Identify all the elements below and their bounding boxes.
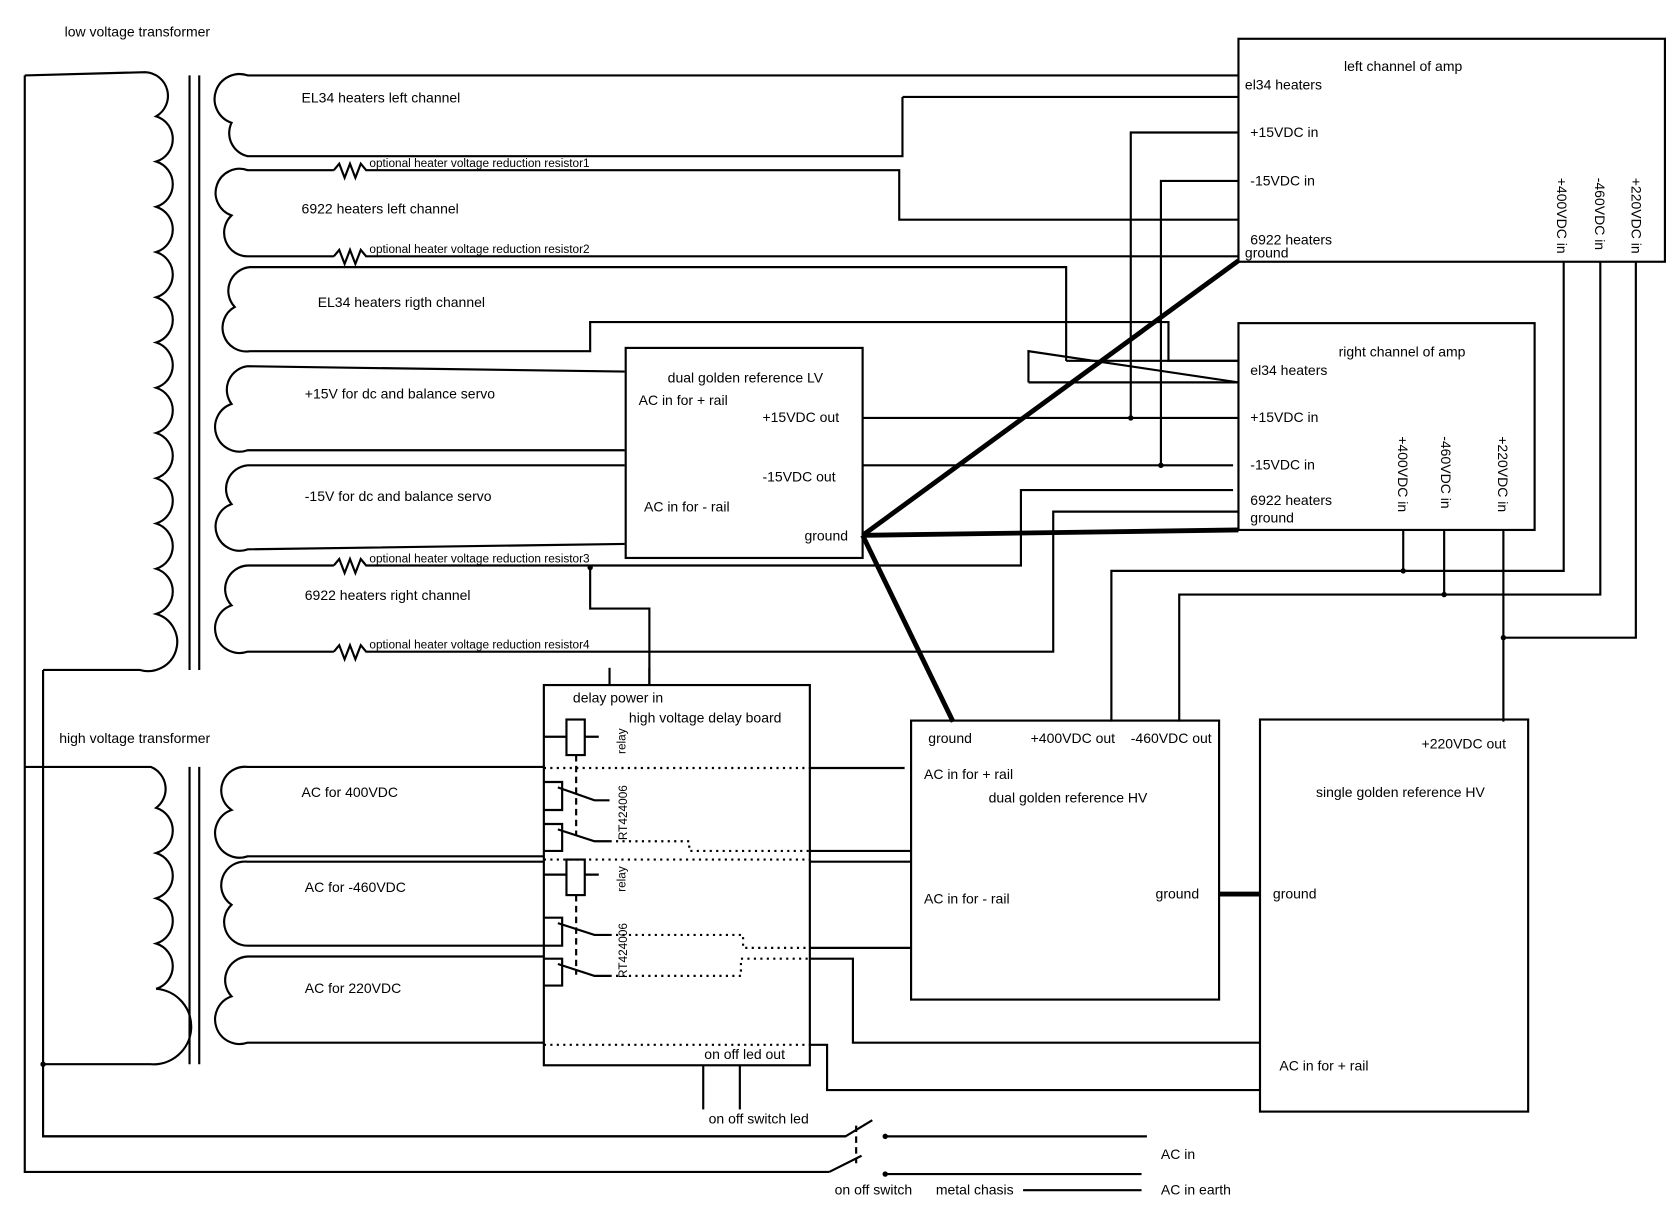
svg-text:+15VDC out: +15VDC out [762,409,839,425]
svg-text:6922 heaters: 6922 heaters [1250,232,1332,248]
svg-text:on off led out: on off led out [704,1046,785,1062]
left-channel-amp: left channel of amp el34 heaters +15VDC … [1237,37,1666,263]
dual-golden-reference-hv: ground +400VDC out -460VDC out AC in for… [910,719,1221,1001]
lv-secondary-p15: +15V for dc and balance servo [214,365,625,453]
resistor3: optional heater voltage reduction resist… [333,489,1234,577]
metal-chasis-label: metal chasis [936,1182,1014,1198]
svg-text:AC in for - rail: AC in for - rail [924,891,1010,907]
lv-secondary-6922-right: 6922 heaters right channel [214,564,471,655]
res1-label: optional heater voltage reduction resist… [369,156,589,170]
res2-label: optional heater voltage reduction resist… [369,242,589,256]
lv-transformer-core [188,75,201,670]
svg-text:dual golden reference HV: dual golden reference HV [989,789,1148,805]
svg-text:+400VDC out: +400VDC out [1031,730,1116,746]
dual-golden-reference-lv: dual golden reference LV AC in for + rai… [624,346,864,560]
svg-text:el34 heaters: el34 heaters [1250,362,1327,378]
svg-text:dual golden reference LV: dual golden reference LV [668,369,824,385]
ac-in-earth-label: AC in earth [1161,1182,1231,1198]
lv-transformer-primary [23,71,830,1173]
svg-text:RT424006: RT424006 [616,785,630,840]
lv-secondary-el34-left: EL34 heaters left channel [213,72,1239,158]
svg-text:-15VDC out: -15VDC out [762,468,835,484]
hv-transformer-label: high voltage transformer [59,730,210,746]
svg-text:+220VDC in: +220VDC in [1495,436,1511,512]
svg-text:RT424006: RT424006 [616,923,630,978]
on-off-switch-led-label: on off switch led [709,1110,809,1126]
svg-text:delay power in: delay power in [573,689,663,705]
svg-text:-460VDC out: -460VDC out [1131,730,1212,746]
svg-text:-15VDC in: -15VDC in [1250,457,1315,473]
svg-text:-15VDC in: -15VDC in [1250,172,1315,188]
on-off-switch-label: on off switch [835,1182,913,1198]
lv-transformer-label: low voltage transformer [65,24,211,40]
res4-label: optional heater voltage reduction resist… [369,637,590,651]
svg-text:ground: ground [1250,509,1294,525]
svg-text:AC for 400VDC: AC for 400VDC [302,784,398,800]
relay-1 [565,718,586,757]
svg-text:AC in for + rail: AC in for + rail [639,392,728,408]
single-golden-reference-hv: +220VDC out single golden reference HV g… [1258,718,1530,1113]
svg-text:AC for -460VDC: AC for -460VDC [305,879,406,895]
h6922-left-label: 6922 heaters left channel [302,200,459,216]
svg-text:right channel of amp: right channel of amp [1339,344,1466,360]
svg-text:+15VDC in: +15VDC in [1250,409,1318,425]
svg-text:AC in for - rail: AC in for - rail [644,499,730,515]
hv-transformer-core [188,766,201,1065]
svg-text:high voltage delay board: high voltage delay board [629,710,782,726]
hv-secondary-220: AC for 220VDC [214,955,544,1046]
right-channel-amp: right channel of amp el34 heaters +15VDC… [1237,322,1536,532]
svg-text:ground: ground [1245,244,1289,260]
hv-secondary-400: AC for 400VDC [214,765,544,859]
relay-2 [565,858,586,897]
on-off-switch[interactable] [43,1119,1147,1177]
lv-secondary-6922-left: 6922 heaters left channel [214,167,459,258]
lv-secondary-m15: -15V for dc and balance servo [214,464,625,552]
resistor1: optional heater voltage reduction resist… [333,156,1239,221]
svg-text:left channel of amp: left channel of amp [1344,58,1462,74]
ac-in-label: AC in [1161,1146,1195,1162]
svg-text:AC for 220VDC: AC for 220VDC [305,980,401,996]
svg-text:el34 heaters: el34 heaters [1245,76,1322,92]
svg-text:single golden reference HV: single golden reference HV [1316,784,1486,800]
svg-text:+400VDC in: +400VDC in [1395,436,1411,512]
el34-left-label: EL34 heaters left channel [302,89,461,105]
svg-text:relay: relay [615,866,629,892]
svg-text:6922 heaters: 6922 heaters [1250,492,1332,508]
el34-right-label: EL34 heaters rigth channel [318,294,485,310]
high-voltage-delay-board: delay power in high voltage delay board … [542,667,1260,1110]
svg-text:ground: ground [1156,885,1200,901]
h6922-right-label: 6922 heaters right channel [305,587,471,603]
svg-text:-460VDC in: -460VDC in [1592,178,1608,250]
res3-label: optional heater voltage reduction resist… [369,551,590,565]
p15-label: +15V for dc and balance servo [305,386,495,402]
hv-secondary-460: AC for -460VDC [220,860,544,947]
m15-label: -15V for dc and balance servo [305,488,492,504]
svg-text:ground: ground [928,730,972,746]
svg-text:AC in for + rail: AC in for + rail [924,766,1013,782]
svg-text:ground: ground [804,528,848,544]
resistor4: optional heater voltage reduction resist… [333,510,1239,663]
svg-text:relay: relay [615,728,629,754]
svg-text:AC in for + rail: AC in for + rail [1279,1058,1368,1074]
svg-text:-460VDC in: -460VDC in [1438,436,1454,508]
svg-text:ground: ground [1273,885,1317,901]
svg-text:+220VDC in: +220VDC in [1629,178,1645,254]
svg-text:+15VDC in: +15VDC in [1250,124,1318,140]
resistor2: optional heater voltage reduction resist… [333,242,1239,267]
svg-text:+400VDC in: +400VDC in [1554,178,1570,254]
svg-text:+220VDC out: +220VDC out [1422,736,1507,752]
lv-secondary-el34-right: EL34 heaters rigth channel [221,266,1239,384]
